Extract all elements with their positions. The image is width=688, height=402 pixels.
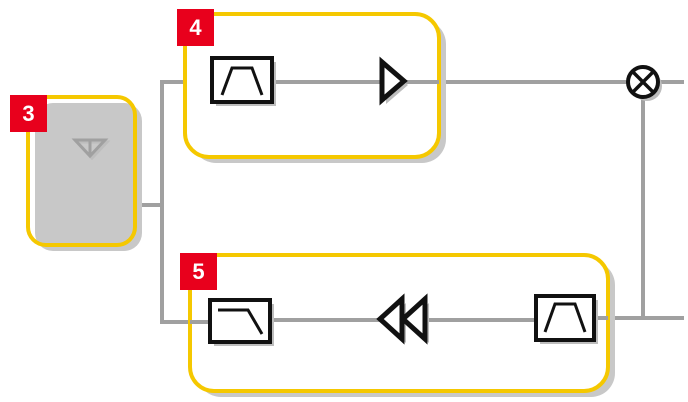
block-3-label: 3: [22, 101, 34, 126]
block-5-badge: 5: [180, 253, 217, 290]
block-3-badge: 3: [10, 95, 47, 132]
antenna-icon: [71, 138, 111, 161]
block-5: 5: [180, 253, 615, 397]
block-3: 3: [10, 95, 142, 251]
block-5-label: 5: [192, 259, 204, 284]
mixer-icon: [626, 65, 662, 101]
double-amplifier-icon: [376, 293, 429, 345]
amplifier-icon: [379, 56, 408, 106]
lowpass-filter-icon: [208, 298, 274, 346]
bandpass-filter-icon: [534, 294, 598, 344]
bandpass-filter-icon: [210, 56, 276, 106]
block-4-badge: 4: [177, 9, 214, 46]
block-4: 4: [177, 9, 446, 163]
block-4-label: 4: [189, 15, 202, 40]
